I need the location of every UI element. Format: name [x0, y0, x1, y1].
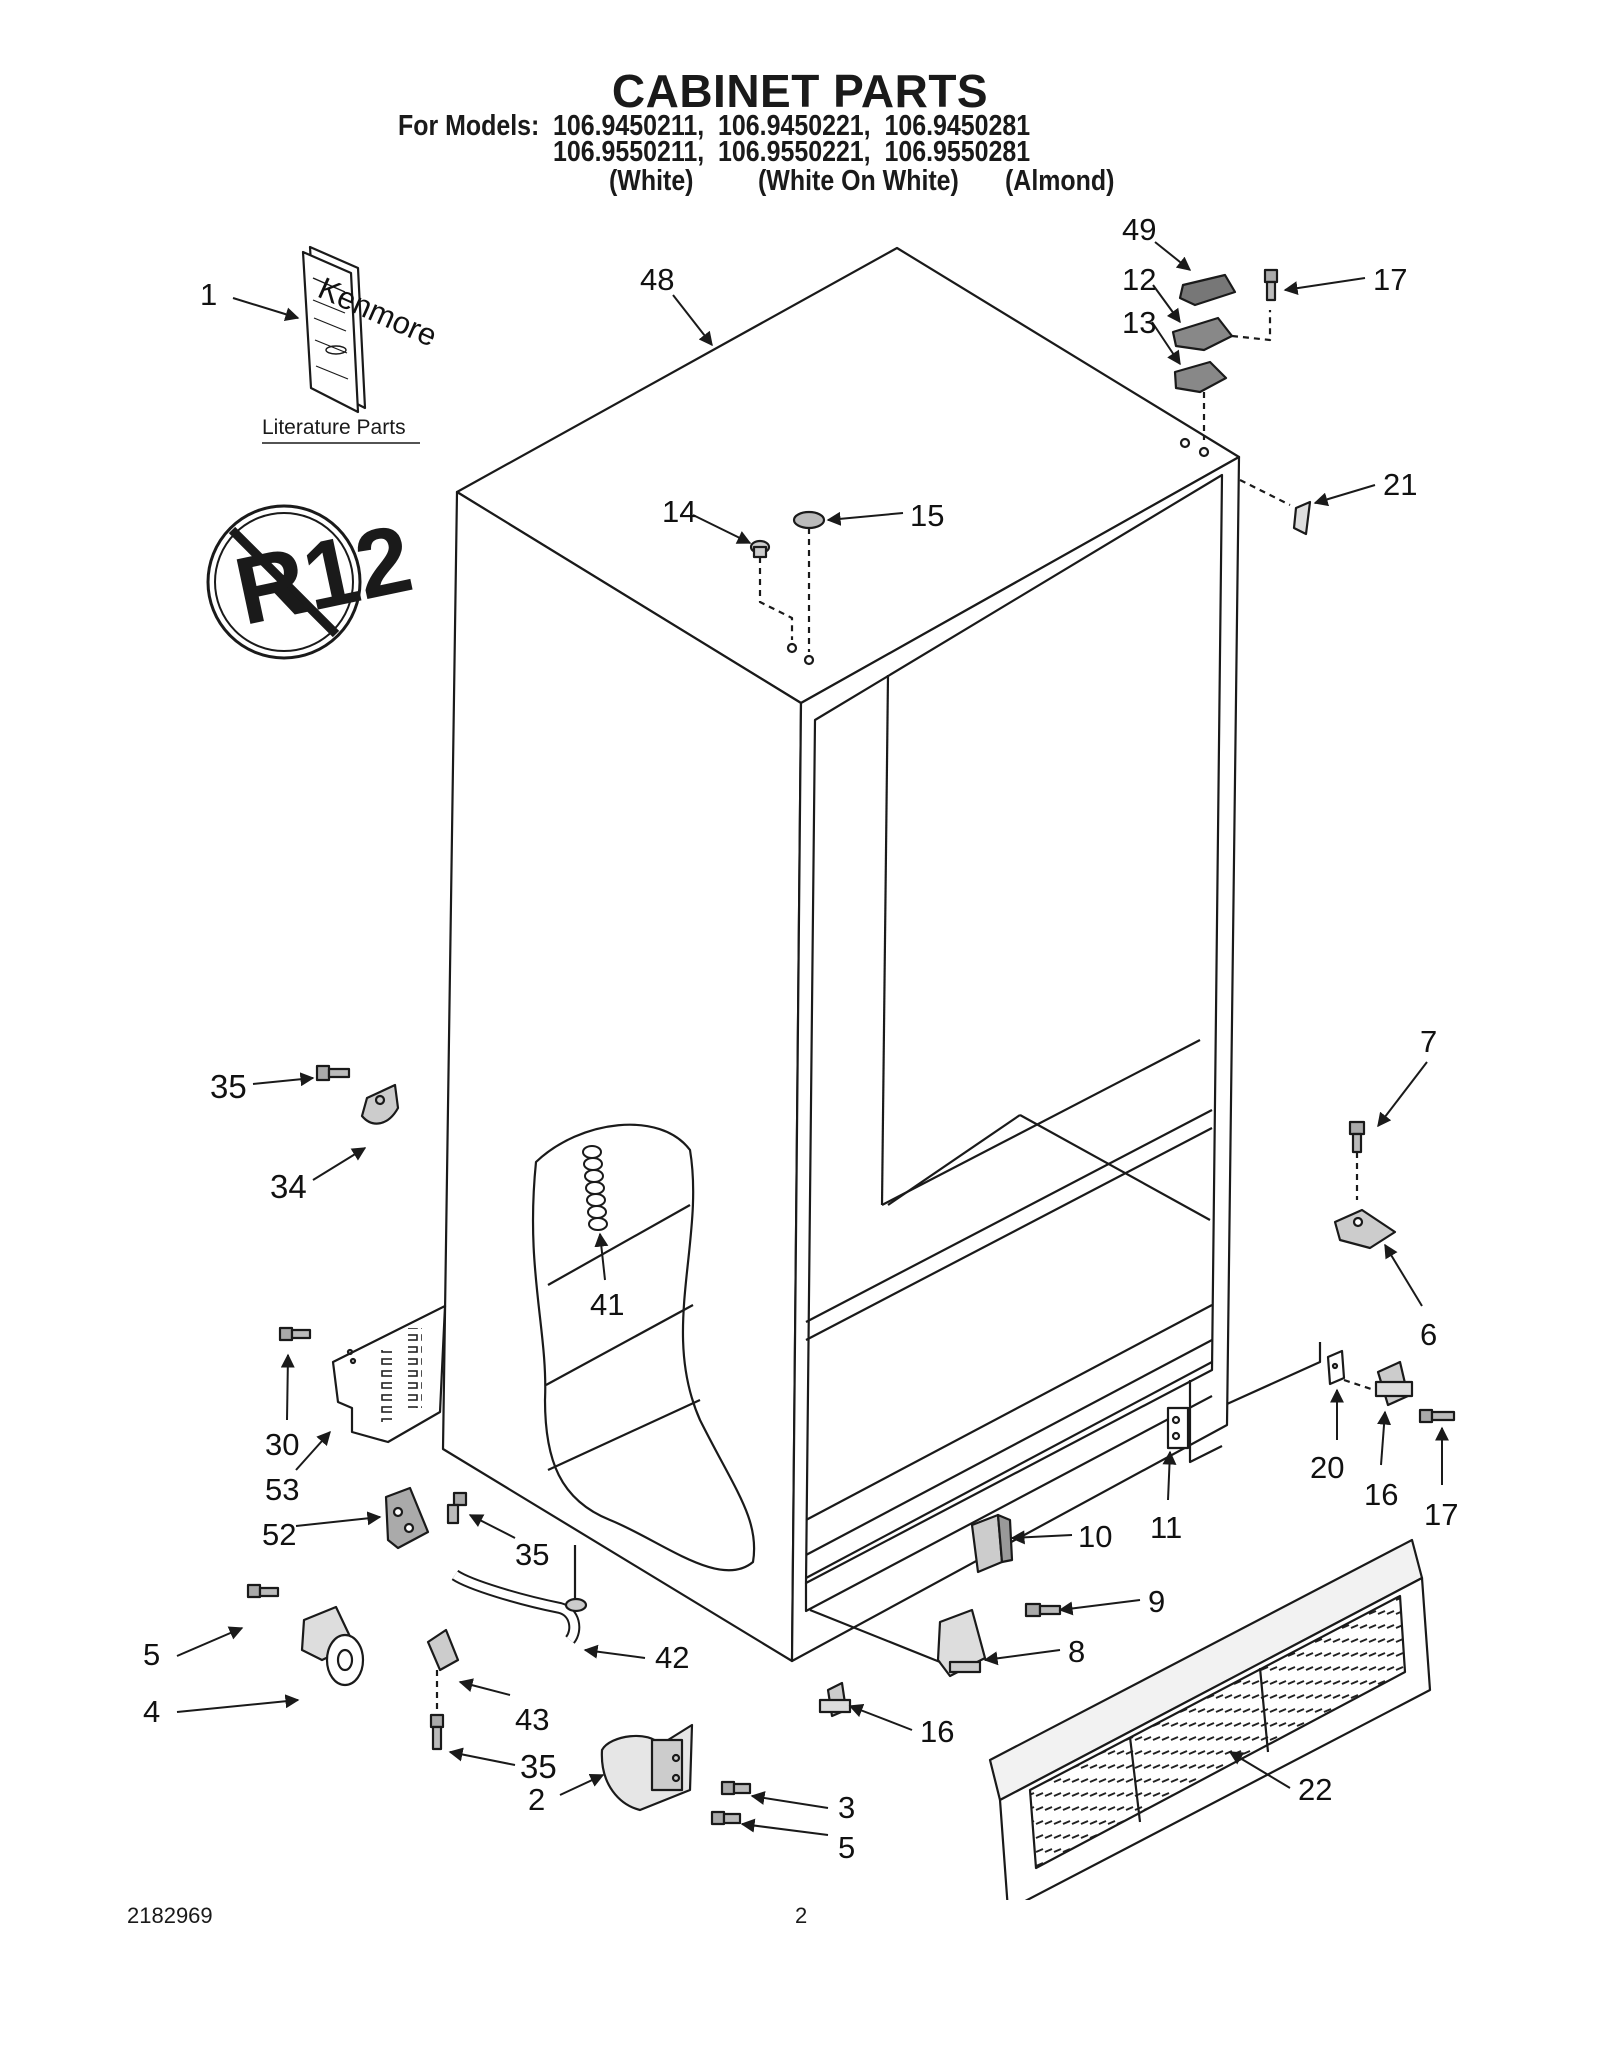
callout-53: 53 [265, 1472, 299, 1507]
cabinet-body [441, 246, 1241, 1663]
callout-35-middle: 35 [515, 1537, 549, 1572]
leader-arrows [176, 241, 1449, 1836]
model-numbers-row-1: 106.9450211, 106.9450221, 106.9450281 [553, 110, 1031, 142]
callout-numbers: 1 48 49 12 13 17 21 14 15 35 34 7 6 41 3… [143, 212, 1458, 1865]
callout-8: 8 [1068, 1634, 1085, 1669]
callout-52: 52 [262, 1517, 296, 1552]
callout-12: 12 [1122, 262, 1156, 297]
callout-5-left: 5 [143, 1637, 160, 1672]
screw-35-upper [315, 1064, 351, 1082]
shim-20 [1226, 1342, 1381, 1406]
literature-booklet [301, 245, 367, 414]
callout-17-right: 17 [1424, 1497, 1458, 1532]
callout-7: 7 [1420, 1024, 1437, 1059]
callout-14: 14 [662, 494, 696, 529]
callout-22: 22 [1298, 1772, 1332, 1807]
callout-49: 49 [1122, 212, 1156, 247]
callout-10: 10 [1078, 1519, 1112, 1554]
roller-4 [246, 1583, 365, 1687]
hinge-pin-16-bottom [818, 1681, 852, 1718]
drain-coil [582, 1145, 608, 1231]
finish-almond: (Almond) [1005, 165, 1115, 197]
literature-parts-label: Literature Parts [262, 416, 406, 439]
callout-9: 9 [1148, 1584, 1165, 1619]
callout-35-upper: 35 [210, 1068, 247, 1105]
callout-16-bottom: 16 [920, 1714, 954, 1749]
clamp-43 [426, 1628, 460, 1751]
screw-17-right [1418, 1408, 1456, 1424]
document-code: 2182969 [127, 1903, 213, 1928]
callout-16-right: 16 [1364, 1477, 1398, 1512]
callout-20: 20 [1310, 1450, 1344, 1485]
clip-21 [1239, 479, 1312, 536]
callout-35-lower: 35 [520, 1748, 557, 1785]
screw-17-top [1231, 268, 1279, 342]
screw-9 [1024, 1602, 1062, 1618]
callout-17-top: 17 [1373, 262, 1407, 297]
leveler-bracket-8 [809, 1608, 987, 1678]
water-tube-42 [451, 1545, 588, 1644]
finish-white-on-white: (White On White) [758, 165, 959, 197]
screw-7 [1348, 1120, 1366, 1200]
page-title: CABINET PARTS [611, 65, 989, 117]
bracket-11 [1166, 1406, 1190, 1450]
callout-11: 11 [1150, 1510, 1182, 1545]
callout-1: 1 [200, 277, 217, 312]
callout-2: 2 [528, 1782, 545, 1817]
callout-5-bottom: 5 [838, 1830, 855, 1865]
callout-6: 6 [1420, 1317, 1437, 1352]
block-10 [970, 1513, 1014, 1574]
no-r12-badge [206, 504, 362, 660]
page-number: 2 [795, 1903, 808, 1928]
r12-badge-text: R12 [226, 505, 421, 646]
callout-30: 30 [265, 1427, 299, 1462]
toe-grille-22 [988, 1538, 1432, 1900]
callout-34: 34 [270, 1168, 307, 1205]
model-numbers-row-2: 106.9550211, 106.9550221, 106.9550281 [553, 136, 1031, 168]
callout-41: 41 [590, 1287, 624, 1322]
callout-15: 15 [910, 498, 944, 533]
callout-42: 42 [655, 1640, 689, 1675]
lower-hinge-2 [600, 1723, 752, 1826]
callout-21: 21 [1383, 467, 1417, 502]
plug-14 [749, 539, 798, 654]
rear-panel [278, 1304, 447, 1444]
cabinet-parts-diagram: Kenmore [143, 212, 1458, 1900]
plug-15 [792, 510, 826, 666]
callout-13: 13 [1122, 305, 1156, 340]
top-hinge-assembly [1171, 273, 1237, 458]
callout-3: 3 [838, 1790, 855, 1825]
callout-48: 48 [640, 262, 674, 297]
models-label: For Models: [398, 110, 540, 142]
hinge-pin-16-right [1374, 1360, 1414, 1407]
bracket-52 [384, 1486, 468, 1550]
hinge-bracket-6 [1333, 1208, 1397, 1250]
callout-43: 43 [515, 1702, 549, 1737]
clamp-34 [360, 1083, 400, 1125]
callout-4: 4 [143, 1694, 160, 1729]
finish-white: (White) [609, 165, 694, 197]
